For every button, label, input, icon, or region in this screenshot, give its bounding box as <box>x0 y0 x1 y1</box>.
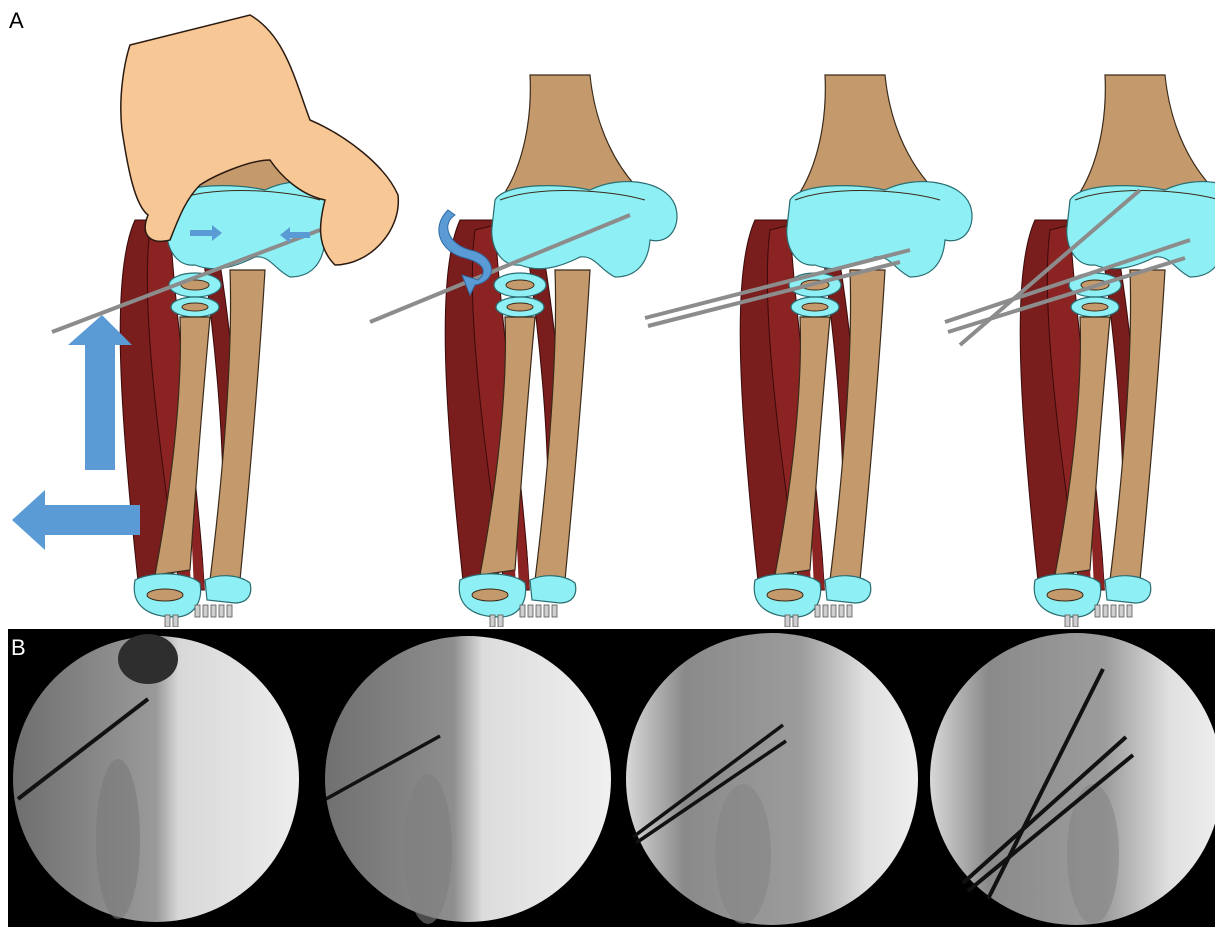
illustration-canvas <box>0 0 1215 627</box>
fluoroscopy-image-3 <box>626 633 918 925</box>
step-2-illustration <box>445 75 677 627</box>
panel-label-b: B <box>11 637 26 659</box>
fluoroscopy-panel <box>8 629 1215 927</box>
illustration-panel <box>0 0 1215 627</box>
step-3-illustration <box>740 75 972 627</box>
fluoroscopy-image-1 <box>13 634 299 922</box>
fluoroscopy-image-4 <box>930 633 1215 925</box>
fluoroscopy-canvas <box>8 629 1215 927</box>
fluoroscopy-image-2 <box>325 636 611 924</box>
step-4-illustration <box>1020 75 1215 627</box>
